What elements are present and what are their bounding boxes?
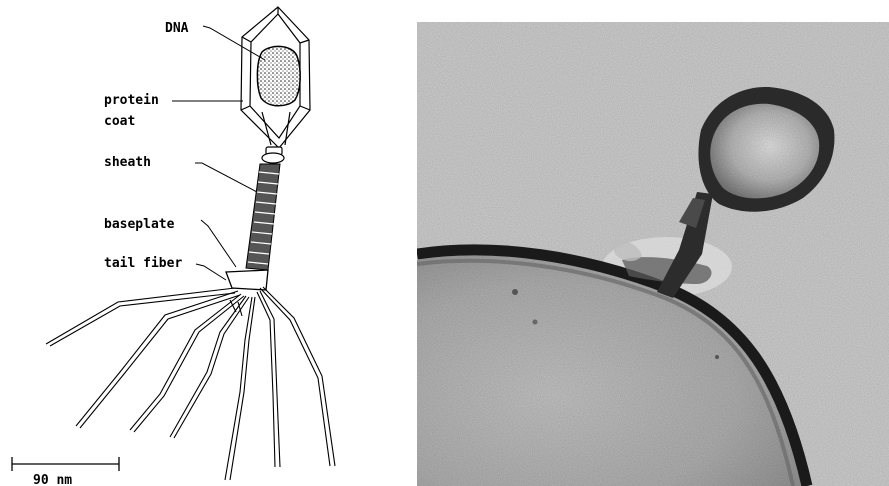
phage-collar	[262, 147, 284, 163]
label-dna: DNA	[165, 21, 189, 36]
electron-micrograph	[417, 22, 889, 486]
label-tail-fiber: tail fiber	[104, 256, 182, 271]
dna-mass	[257, 46, 300, 105]
scale-bar	[12, 457, 119, 471]
label-baseplate: baseplate	[104, 217, 175, 232]
scale-bar-label: 90 nm	[33, 473, 72, 486]
label-protein-coat-line2: coat	[104, 114, 135, 129]
phage-sheath	[246, 164, 280, 270]
phage-diagram: DNA protein coat sheath baseplate tail f…	[0, 0, 400, 486]
tail-fibers	[46, 287, 335, 480]
phage-baseplate	[226, 270, 268, 290]
label-protein-coat-line1: protein	[104, 93, 159, 108]
label-sheath: sheath	[104, 155, 151, 170]
